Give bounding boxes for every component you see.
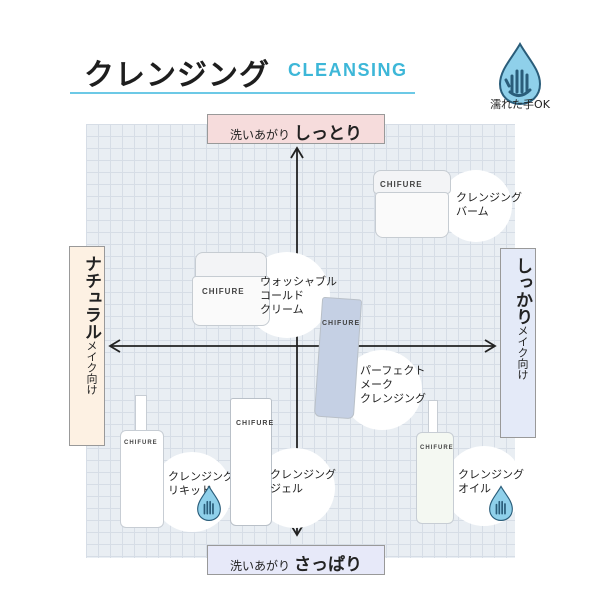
gel-brand: CHIFURE bbox=[236, 420, 275, 427]
cold-cream-jar-lid bbox=[195, 252, 267, 280]
axis-label-moist: 洗いあがりしっとり bbox=[207, 114, 385, 144]
axis-right-big: しっかり bbox=[512, 257, 532, 325]
balm-brand: CHIFURE bbox=[380, 180, 423, 189]
cold-cream-brand: CHIFURE bbox=[202, 287, 245, 296]
product-label-cleansing-liquid: クレンジングリキッド bbox=[168, 470, 234, 497]
perfect-make-brand: CHIFURE bbox=[322, 320, 361, 327]
product-card-cleansing-liquid bbox=[152, 452, 232, 532]
wet-hands-ok-label: 濡れた手OK bbox=[490, 98, 550, 111]
balm-jar bbox=[375, 192, 449, 238]
axis-top-small: 洗いあがり bbox=[229, 128, 290, 142]
product-label-cold-cream: ウォッシャブルコールドクリーム bbox=[260, 275, 337, 316]
cleansing-liquid-bottle bbox=[120, 430, 164, 528]
wet-hand-icon bbox=[197, 485, 221, 522]
cold-cream-jar bbox=[192, 276, 270, 326]
axis-label-natural-makeup: ナチュラルメイク向け bbox=[69, 246, 105, 446]
product-label-cleansing-balm: クレンジングバーム bbox=[456, 191, 522, 218]
oil-brand: CHIFURE bbox=[420, 445, 454, 451]
axis-top-big: しっとり bbox=[294, 124, 362, 144]
axis-left-small: メイク向け bbox=[85, 340, 98, 395]
wet-hand-icon bbox=[498, 41, 542, 106]
title-japanese: クレンジング bbox=[84, 58, 270, 93]
wet-hand-icon bbox=[489, 485, 513, 522]
product-label-cleansing-gel: クレンジングジェル bbox=[270, 468, 336, 495]
cleansing-gel-tube bbox=[230, 398, 272, 526]
cleansing-oil-bottle bbox=[416, 432, 454, 524]
axis-bottom-big: さっぱり bbox=[294, 555, 362, 575]
product-card-cleansing-balm bbox=[440, 170, 512, 242]
perfect-make-cleansing-tube bbox=[313, 296, 363, 420]
liquid-brand: CHIFURE bbox=[124, 440, 158, 446]
product-label-cleansing-oil: クレンジングオイル bbox=[458, 468, 524, 495]
title-underline bbox=[70, 92, 415, 94]
page-title: クレンジング CLEANSING bbox=[70, 44, 415, 94]
axis-label-refreshing: 洗いあがりさっぱり bbox=[207, 545, 385, 575]
product-label-perfect-make-cleansing: パーフェクトメーククレンジング bbox=[360, 364, 426, 405]
balm-jar-lid bbox=[373, 170, 451, 194]
axis-left-big: ナチュラル bbox=[81, 255, 101, 340]
axis-label-heavy-makeup: しっかりメイク向け bbox=[500, 248, 536, 438]
axis-bottom-small: 洗いあがり bbox=[229, 559, 290, 573]
axis-right-small: メイク向け bbox=[516, 325, 529, 380]
title-english: CLEANSING bbox=[288, 60, 408, 80]
